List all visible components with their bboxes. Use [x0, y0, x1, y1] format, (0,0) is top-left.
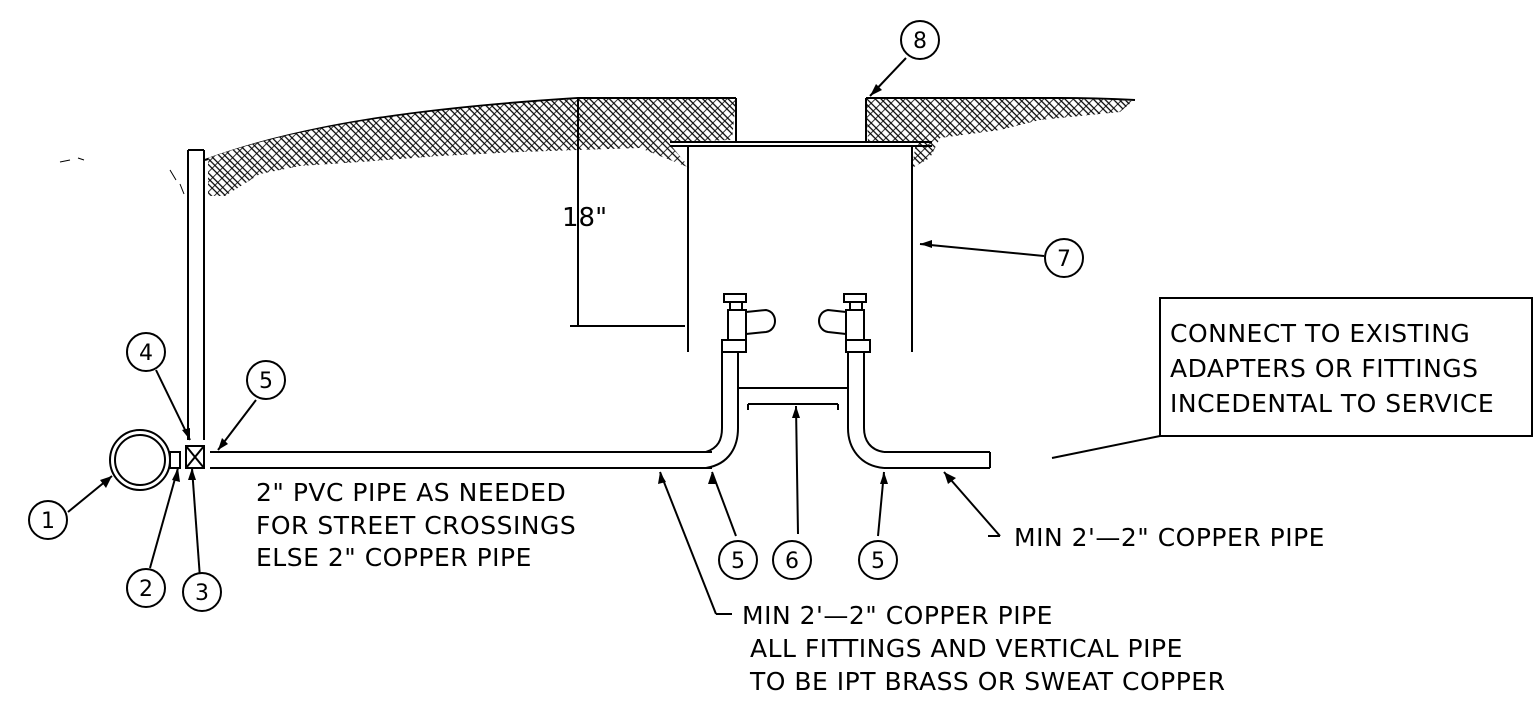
svg-text:ELSE 2" COPPER PIPE: ELSE 2" COPPER PIPE: [256, 543, 532, 572]
svg-text:MIN 2'—2" COPPER PIPE: MIN 2'—2" COPPER PIPE: [742, 601, 1053, 630]
corporation-stop: [169, 445, 205, 469]
svg-text:2: 2: [139, 577, 153, 602]
svg-text:8: 8: [913, 29, 927, 54]
callout-8: 8: [900, 20, 940, 60]
svg-text:1: 1: [41, 509, 55, 534]
svg-text:CONNECT TO EXISTING: CONNECT TO EXISTING: [1170, 319, 1470, 348]
depth-dimension-label: 18": [562, 203, 607, 233]
depth-dimension: [570, 98, 685, 327]
water-main: [109, 429, 171, 491]
svg-text:7: 7: [1057, 247, 1071, 272]
callout-5-middle: 5: [718, 540, 758, 580]
note-copper-right: MIN 2'—2" COPPER PIPE: [1014, 523, 1325, 552]
svg-text:ALL FITTINGS AND VERTICAL PIPE: ALL FITTINGS AND VERTICAL PIPE: [750, 634, 1183, 663]
svg-text:FOR STREET CROSSINGS: FOR STREET CROSSINGS: [256, 511, 576, 540]
arrowheads: [100, 84, 956, 488]
svg-text:3: 3: [195, 581, 209, 606]
svg-text:2" PVC PIPE AS NEEDED: 2" PVC PIPE AS NEEDED: [256, 478, 566, 507]
callout-7: 7: [1044, 238, 1084, 278]
callout-3: 3: [182, 572, 222, 612]
note-copper-main: MIN 2'—2" COPPER PIPE ALL FITTINGS AND V…: [742, 601, 1225, 696]
svg-text:TO BE IPT BRASS OR SWEAT COPPE: TO BE IPT BRASS OR SWEAT COPPER: [749, 667, 1225, 696]
svg-text:INCEDENTAL TO SERVICE: INCEDENTAL TO SERVICE: [1170, 389, 1494, 418]
svg-text:5: 5: [731, 549, 745, 574]
callout-4: 4: [126, 332, 166, 372]
svg-text:5: 5: [259, 369, 273, 394]
callout-5-left: 5: [246, 360, 286, 400]
meter-valve-right: [818, 293, 871, 353]
callout-5-right: 5: [858, 540, 898, 580]
svg-text:ADAPTERS OR FITTINGS: ADAPTERS OR FITTINGS: [1170, 354, 1479, 383]
meter-valve-left: [721, 293, 776, 353]
note-pvc-pipe: 2" PVC PIPE AS NEEDED FOR STREET CROSSIN…: [256, 478, 576, 572]
svg-text:5: 5: [871, 549, 885, 574]
svg-text:6: 6: [785, 549, 799, 574]
callout-6: 6: [772, 540, 812, 580]
meter-box: [670, 98, 932, 352]
soil-hatch: [59, 99, 1133, 196]
service-pipe: [210, 352, 1161, 469]
callout-1: 1: [28, 500, 68, 540]
riser-pipe: [187, 149, 205, 440]
callout-2: 2: [126, 568, 166, 608]
leader-lines: [67, 57, 1045, 615]
connect-note-box: CONNECT TO EXISTING ADAPTERS OR FITTINGS…: [1159, 297, 1533, 437]
svg-text:4: 4: [139, 341, 153, 366]
